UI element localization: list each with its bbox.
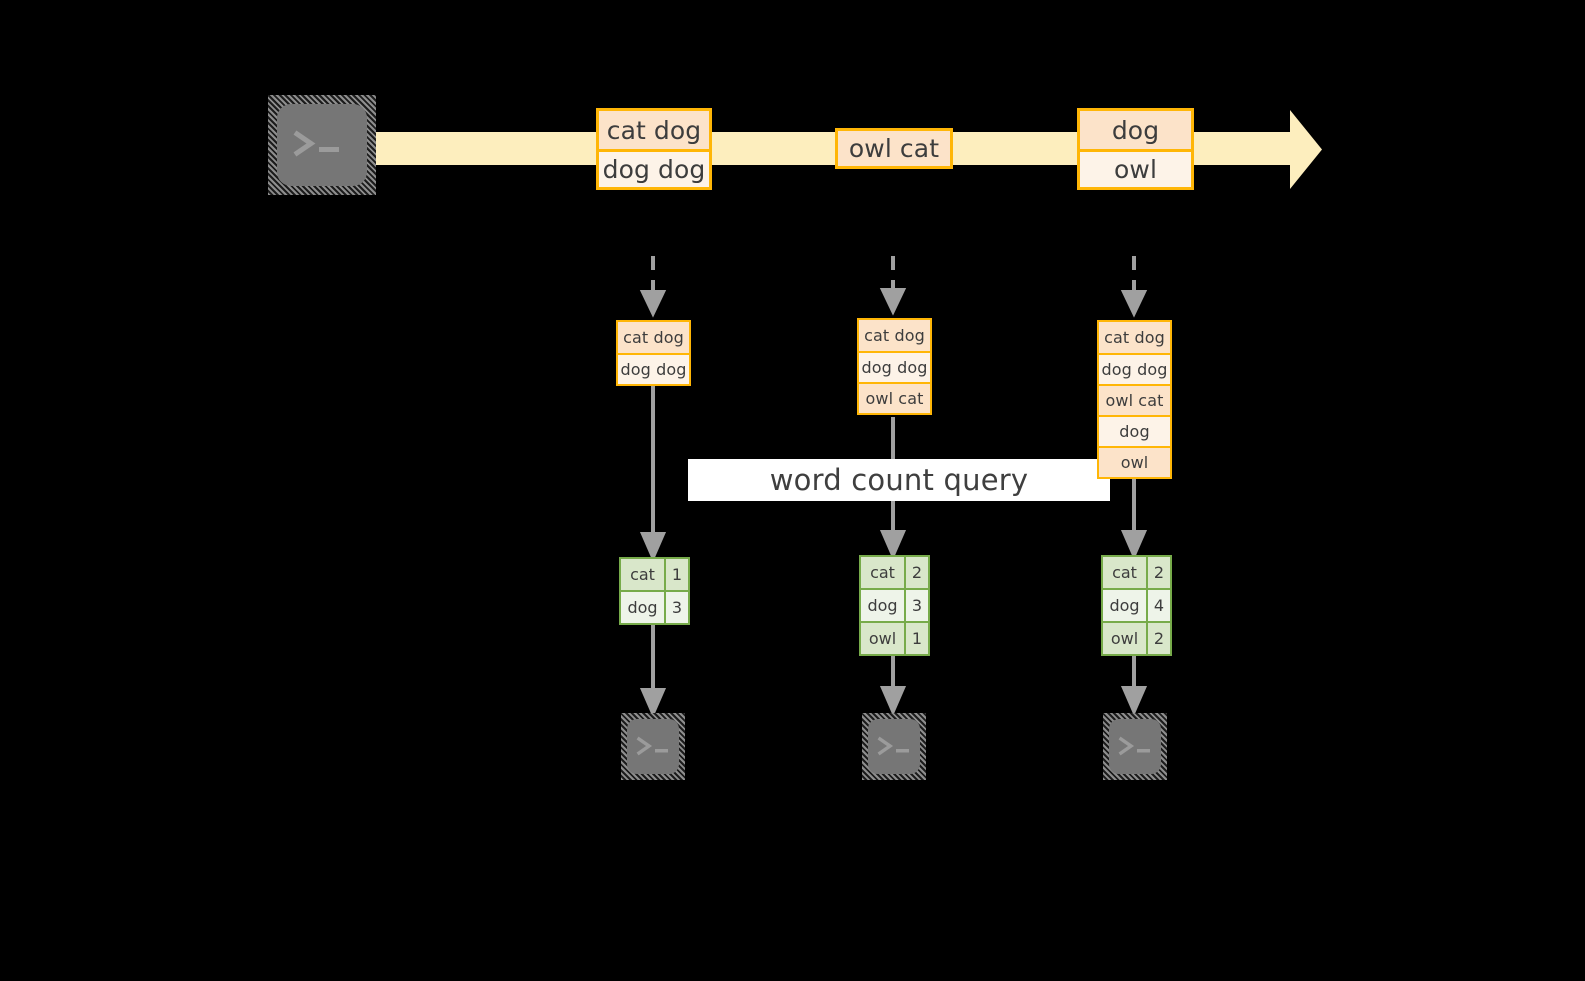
snapshot-line: dog dog [618,353,689,384]
snapshot-line: dog dog [1099,353,1170,384]
snapshot-line: dog [1099,415,1170,446]
result-count: 1 [906,623,928,654]
result-count: 3 [906,590,928,621]
result-table-2: cat 2 dog 4 owl 2 [1101,555,1172,656]
snapshot-line: owl cat [859,382,930,413]
table-row: dog 3 [621,590,688,623]
table-row: owl 2 [1103,621,1170,654]
snapshot-line: dog dog [859,351,930,382]
stream-batch-line: owl [1080,149,1191,187]
snapshot-table-2: cat dog dog dog owl cat dog owl [1097,320,1172,479]
stream-batch-line: owl cat [838,131,950,166]
result-word: cat [1103,557,1148,588]
snapshot-line: owl cat [1099,384,1170,415]
word-count-query-banner: word count query [688,459,1110,501]
result-word: owl [1103,623,1148,654]
stream-batch-0: cat dog dog dog [596,108,712,190]
result-word: cat [861,557,906,588]
table-row: dog 3 [861,588,928,621]
snapshot-line: owl [1099,446,1170,477]
result-word: cat [621,559,666,590]
stream-batch-line: cat dog [599,111,709,149]
result-count: 2 [906,557,928,588]
stream-batch-2: dog owl [1077,108,1194,190]
snapshot-line: cat dog [859,320,930,351]
prompt-glyph-icon [877,736,909,755]
sink-terminal-0-icon [621,713,685,780]
result-word: dog [621,592,666,623]
result-count: 1 [666,559,688,590]
result-word: dog [861,590,906,621]
sink-terminal-2-icon [1103,713,1167,780]
result-table-0: cat 1 dog 3 [619,557,690,625]
stream-batch-1: owl cat [835,128,953,169]
prompt-glyph-icon [293,130,339,157]
snapshot-table-0: cat dog dog dog [616,320,691,386]
query-banner-label: word count query [769,463,1029,497]
prompt-glyph-icon [1118,736,1150,755]
result-table-1: cat 2 dog 3 owl 1 [859,555,930,656]
stream-batch-line: dog [1080,111,1191,149]
result-count: 3 [666,592,688,623]
table-row: owl 1 [861,621,928,654]
result-count: 2 [1148,557,1170,588]
snapshot-line: cat dog [618,322,689,353]
table-row: cat 2 [861,557,928,588]
prompt-glyph-icon [636,736,668,755]
result-word: dog [1103,590,1148,621]
table-row: dog 4 [1103,588,1170,621]
table-row: cat 2 [1103,557,1170,588]
result-word: owl [861,623,906,654]
result-count: 4 [1148,590,1170,621]
stream-batch-line: dog dog [599,149,709,187]
snapshot-table-1: cat dog dog dog owl cat [857,318,932,415]
result-count: 2 [1148,623,1170,654]
snapshot-line: cat dog [1099,322,1170,353]
sink-terminal-1-icon [862,713,926,780]
table-row: cat 1 [621,559,688,590]
source-terminal-icon [268,95,376,195]
